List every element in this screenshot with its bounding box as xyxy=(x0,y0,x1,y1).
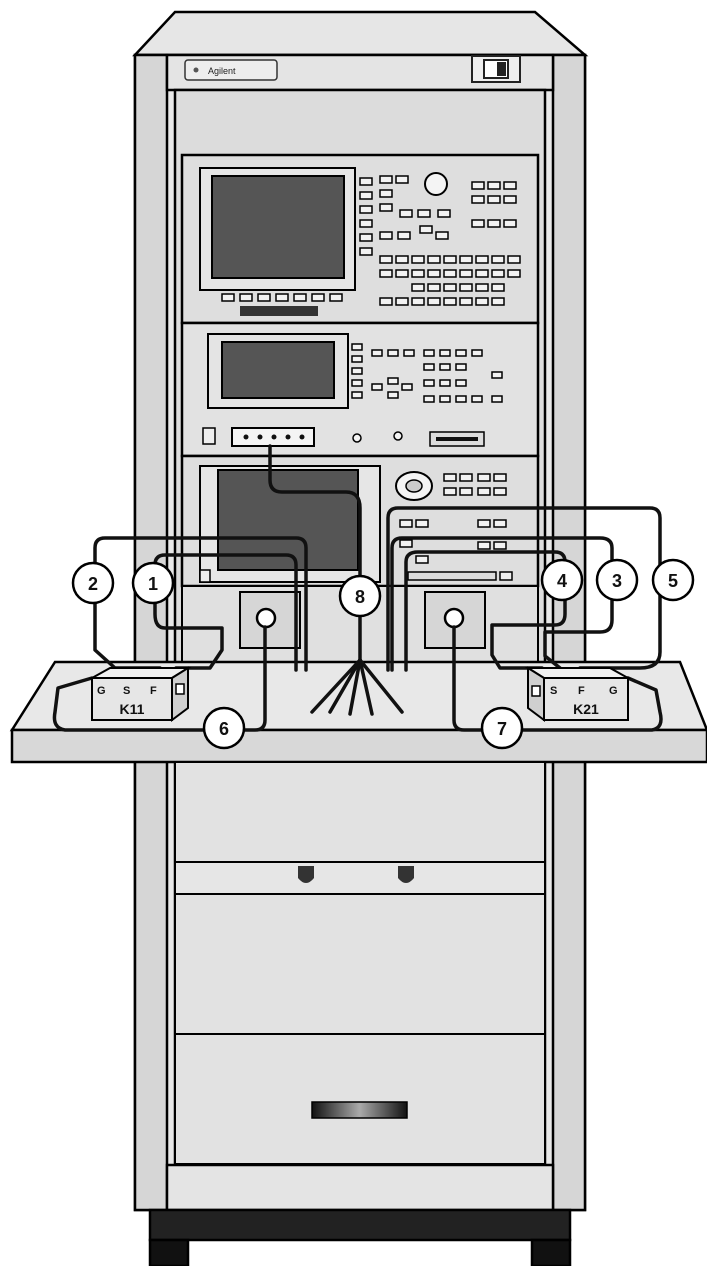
instrument-analyzer-top xyxy=(182,155,538,323)
svg-text:6: 6 xyxy=(219,719,229,739)
svg-text:5: 5 xyxy=(668,571,678,591)
rotary-knob[interactable] xyxy=(425,173,447,195)
fixture-k21-label: K21 xyxy=(573,701,599,717)
fixture-k11-pin-s: S xyxy=(123,685,130,697)
fixture-k11[interactable]: G S F K11 xyxy=(92,668,188,720)
callout-7: 7 xyxy=(482,708,522,748)
callout-8: 8 xyxy=(340,576,380,616)
instrument-middle xyxy=(182,323,538,456)
port-socket-right[interactable] xyxy=(445,609,463,627)
callout-1: 1 xyxy=(133,563,173,603)
callout-4: 4 xyxy=(542,560,582,600)
brand-label: Agilent xyxy=(208,66,236,76)
fixture-k21-pin-s: S xyxy=(550,685,557,697)
fixture-k11-label: K11 xyxy=(120,701,145,717)
svg-text:1: 1 xyxy=(148,574,158,594)
callout-2: 2 xyxy=(73,563,113,603)
drawer-handle-bottom[interactable] xyxy=(312,1102,407,1118)
fixture-k21-pin-g: G xyxy=(609,685,618,697)
fixture-k21-pin-f: F xyxy=(578,685,585,697)
svg-text:2: 2 xyxy=(88,574,98,594)
callout-5: 5 xyxy=(653,560,693,600)
svg-text:4: 4 xyxy=(557,571,567,591)
svg-text:8: 8 xyxy=(355,587,365,607)
power-switch[interactable] xyxy=(472,56,520,82)
port-socket-left[interactable] xyxy=(257,609,275,627)
brand-plate: Agilent xyxy=(185,60,277,80)
callout-6: 6 xyxy=(204,708,244,748)
fixture-k11-pin-f: F xyxy=(150,685,157,697)
svg-text:3: 3 xyxy=(612,571,622,591)
svg-text:7: 7 xyxy=(497,719,507,739)
callout-3: 3 xyxy=(597,560,637,600)
fixture-k21[interactable]: S F G K21 xyxy=(528,668,628,720)
fixture-k11-pin-g: G xyxy=(97,685,106,697)
